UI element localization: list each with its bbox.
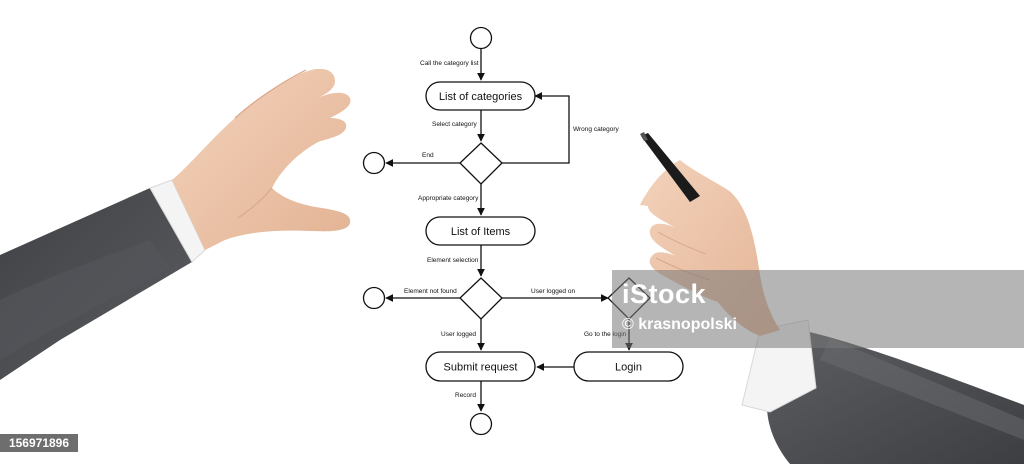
node-label-login: Login xyxy=(615,362,642,374)
watermark-credit: © krasnopolski xyxy=(622,316,737,334)
edge-label-record: Record xyxy=(455,392,476,399)
flowchart-node-labels: List of categories List of Items Submit … xyxy=(439,91,642,374)
copyright-icon: © xyxy=(622,316,639,333)
start-node xyxy=(469,26,493,50)
decision-category xyxy=(459,142,503,185)
edge-label-end: End xyxy=(422,152,434,159)
watermark-band xyxy=(612,270,1024,348)
edge-label-user-logged-on: User logged on xyxy=(531,288,575,295)
flowchart-edge-labels: Call the category list Select category W… xyxy=(404,60,627,399)
edge-label-wrong-category: Wrong category xyxy=(573,126,620,133)
watermark-logo: iStock xyxy=(622,279,707,309)
end-node-2 xyxy=(362,286,386,310)
edge-label-user-logged: User logged xyxy=(441,331,476,338)
edge-label-element-selection: Element selection xyxy=(427,257,479,264)
node-label-items: List of Items xyxy=(451,226,511,238)
end-node-1 xyxy=(362,151,386,175)
edge-label-appropriate-category: Appropriate category xyxy=(418,195,479,202)
edge-label-element-not-found: Element not found xyxy=(404,288,457,295)
end-node-3 xyxy=(469,412,493,436)
node-label-categories: List of categories xyxy=(439,91,523,103)
decision-element xyxy=(459,277,503,320)
edge-label-call-category-list: Call the category list xyxy=(420,60,479,67)
node-label-submit: Submit request xyxy=(444,362,518,374)
left-hand-illustration xyxy=(0,68,351,380)
edge-label-select-category: Select category xyxy=(432,121,478,128)
edge-label-go-to-login: Go to the login xyxy=(584,331,627,338)
stock-id-badge: 156971896 xyxy=(0,434,78,452)
watermark-credit-text: krasnopolski xyxy=(638,316,737,333)
